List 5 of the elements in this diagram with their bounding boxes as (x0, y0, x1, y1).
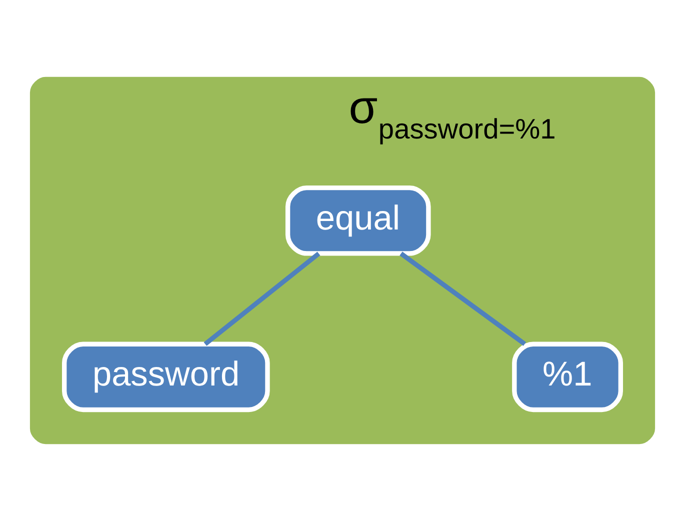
node-box: %1 (512, 342, 623, 412)
node-box: password (62, 342, 270, 412)
connector (400, 252, 526, 346)
connector (204, 252, 320, 346)
node-box: equal (285, 186, 431, 256)
